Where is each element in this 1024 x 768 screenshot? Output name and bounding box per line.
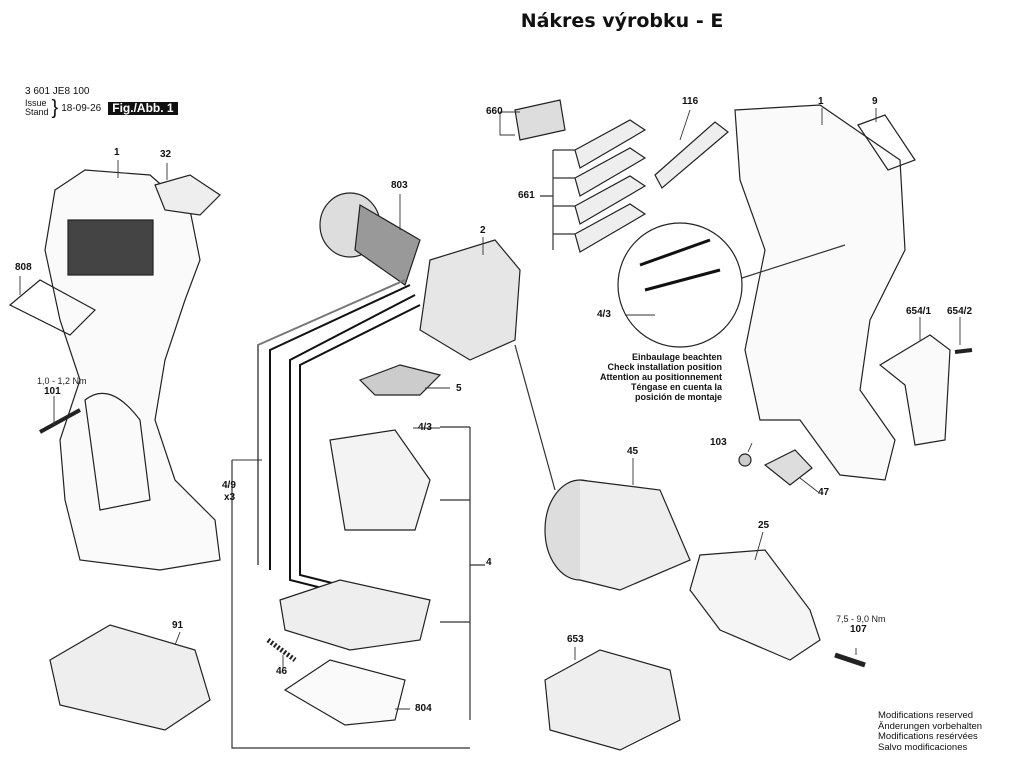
label-654-1: 654/1 xyxy=(906,306,932,317)
stand-label: Stand xyxy=(25,107,49,117)
label-103: 103 xyxy=(710,437,727,448)
housing-right-part[interactable] xyxy=(734,104,906,481)
page-title: Nákres výrobku - E xyxy=(520,10,724,32)
label-653: 653 xyxy=(567,634,584,645)
label-47: 47 xyxy=(818,487,830,498)
label-4-9: 4/9 xyxy=(222,480,236,491)
housing-left-part[interactable] xyxy=(44,169,221,571)
label-25: 25 xyxy=(758,520,770,531)
part-653-charger[interactable] xyxy=(544,649,681,751)
part-4-electronics[interactable] xyxy=(279,429,431,651)
part-804-plate[interactable] xyxy=(283,659,406,726)
label-804: 804 xyxy=(415,703,432,714)
issue-label: Issue xyxy=(25,98,47,108)
label-91: 91 xyxy=(172,620,184,631)
figure-badge: Fig./Abb. 1 xyxy=(108,101,178,115)
label-4-3-detail: 4/3 xyxy=(597,309,611,320)
mods-line: Salvo modificaciones xyxy=(878,741,968,753)
label-45: 45 xyxy=(627,446,639,457)
part-101-screw[interactable] xyxy=(39,408,81,434)
part-116[interactable] xyxy=(654,121,729,189)
part-808-sticker[interactable] xyxy=(8,279,96,336)
leader-lines xyxy=(19,108,961,710)
part-654-2-screw[interactable] xyxy=(954,348,973,354)
wire-harness xyxy=(257,279,421,591)
label-660: 660 xyxy=(486,106,503,117)
callout-bracket-661 xyxy=(540,149,575,250)
mods-line: Modifications resérvées xyxy=(878,731,978,742)
drawing-header: 3 601 JE8 100 Issue Stand } 18-09-26 Fig… xyxy=(25,86,178,119)
part-5[interactable] xyxy=(358,364,442,396)
label-654-2: 654/2 xyxy=(947,306,973,317)
label-4: 4 xyxy=(486,557,492,568)
label-2: 2 xyxy=(480,225,486,236)
label-808: 808 xyxy=(15,262,32,273)
torque-101: 1,0 - 1,2 Nm xyxy=(37,376,87,386)
part-654-1-clip[interactable] xyxy=(878,334,951,446)
note-line: Einbaulage beachten xyxy=(631,352,722,362)
mods-line: Modifications reserved xyxy=(878,710,974,721)
issue-date: 18-09-26 xyxy=(61,102,102,114)
part-91-battery[interactable] xyxy=(49,624,211,731)
callout-bracket-4 xyxy=(231,426,485,749)
part-45-gearbox[interactable] xyxy=(544,479,691,591)
label-46: 46 xyxy=(276,666,288,677)
label-9: 9 xyxy=(872,96,878,107)
note-line: Check installation position xyxy=(607,362,722,372)
torque-107: 7,5 - 9,0 Nm xyxy=(836,614,886,624)
installation-note: Einbaulage beachten Check installation p… xyxy=(598,352,722,402)
label-116: 116 xyxy=(682,96,699,107)
part-number: 3 601 JE8 100 xyxy=(25,86,90,97)
label-1-left: 1 xyxy=(114,147,120,158)
label-5: 5 xyxy=(456,383,462,394)
part-47-knob[interactable] xyxy=(763,449,813,486)
mods-line: Änderungen vorbehalten xyxy=(878,720,983,732)
part-103[interactable] xyxy=(738,453,752,467)
part-46-spring[interactable] xyxy=(266,637,297,663)
modifications-note: Modifications reserved Änderungen vorbeh… xyxy=(878,710,983,753)
note-line: Attention au positionnement xyxy=(600,372,722,382)
part-32[interactable] xyxy=(154,174,221,216)
label-803: 803 xyxy=(391,180,408,191)
label-32: 32 xyxy=(160,149,172,160)
label-1-right: 1 xyxy=(818,96,824,107)
note-line: posición de montaje xyxy=(634,392,722,402)
label-4-3: 4/3 xyxy=(418,422,432,433)
part-661-strips[interactable] xyxy=(574,119,647,253)
issue-label-block: Issue Stand xyxy=(25,99,49,117)
label-107: 107 xyxy=(850,624,867,635)
part-107-screw[interactable] xyxy=(834,652,866,668)
part-2-gear-housing[interactable] xyxy=(419,239,521,361)
part-803-motor[interactable] xyxy=(319,192,421,286)
part-660[interactable] xyxy=(514,99,566,141)
part-25-chuck[interactable] xyxy=(689,549,821,661)
label-661: 661 xyxy=(518,190,535,201)
note-line: Téngase en cuenta la xyxy=(630,382,722,392)
brace: } xyxy=(51,97,59,119)
label-4-9-qty: x3 xyxy=(224,492,236,503)
label-101: 101 xyxy=(44,386,61,397)
installation-detail-circle xyxy=(617,222,743,348)
